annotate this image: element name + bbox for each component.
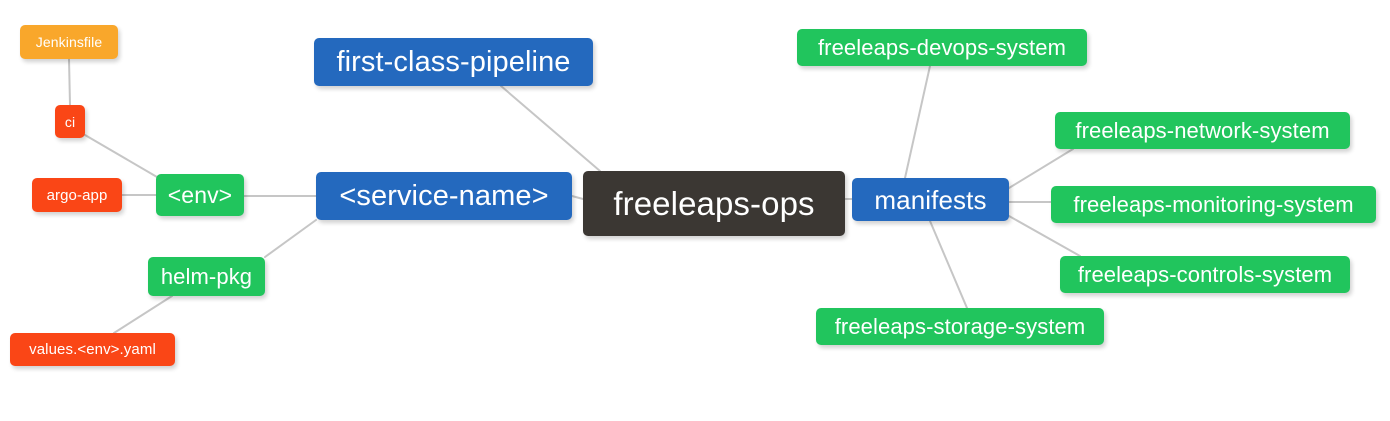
node-jenkinsfile[interactable]: Jenkinsfile — [20, 25, 118, 59]
edge-manifests-to-freeleaps-storage-system — [929, 220, 968, 309]
edge-service-name-to-helm-pkg — [264, 219, 317, 258]
node-env[interactable]: <env> — [156, 174, 244, 216]
node-label-env: <env> — [167, 181, 233, 208]
edge-manifests-to-freeleaps-network-system — [1008, 148, 1074, 189]
node-label-service-name: <service-name> — [339, 179, 549, 212]
node-manifests[interactable]: manifests — [852, 178, 1009, 221]
node-ci[interactable]: ci — [55, 105, 85, 138]
edge-service-name-to-freeleaps-ops — [571, 195, 584, 200]
node-freeleaps-storage-system[interactable]: freeleaps-storage-system — [816, 308, 1104, 345]
node-label-helm-pkg: helm-pkg — [160, 263, 253, 289]
node-label-ci: ci — [64, 113, 76, 130]
node-values-yaml[interactable]: values.<env>.yaml — [10, 333, 175, 366]
node-freeleaps-network-system[interactable]: freeleaps-network-system — [1055, 112, 1350, 149]
node-label-freeleaps-devops-system: freeleaps-devops-system — [817, 34, 1067, 60]
node-freeleaps-devops-system[interactable]: freeleaps-devops-system — [797, 29, 1087, 66]
node-helm-pkg[interactable]: helm-pkg — [148, 257, 265, 296]
edge-jenkinsfile-to-ci — [68, 58, 71, 106]
node-label-argo-app: argo-app — [46, 186, 108, 204]
node-first-class-pipeline[interactable]: first-class-pipeline — [314, 38, 593, 86]
node-label-freeleaps-network-system: freeleaps-network-system — [1075, 117, 1330, 143]
node-service-name[interactable]: <service-name> — [316, 172, 572, 220]
node-argo-app[interactable]: argo-app — [32, 178, 122, 212]
node-freeleaps-controls-system[interactable]: freeleaps-controls-system — [1060, 256, 1350, 293]
node-freeleaps-monitoring-system[interactable]: freeleaps-monitoring-system — [1051, 186, 1376, 223]
edge-helm-pkg-to-values-yaml — [113, 295, 173, 334]
node-label-values-yaml: values.<env>.yaml — [29, 341, 156, 358]
node-label-manifests: manifests — [874, 184, 987, 215]
node-label-freeleaps-controls-system: freeleaps-controls-system — [1077, 261, 1333, 287]
node-label-freeleaps-ops: freeleaps-ops — [613, 185, 815, 222]
edge-manifests-to-freeleaps-devops-system — [904, 65, 931, 179]
node-label-freeleaps-storage-system: freeleaps-storage-system — [834, 313, 1086, 339]
edge-ci-to-env — [84, 134, 158, 178]
edge-first-class-pipeline-to-freeleaps-ops — [500, 85, 601, 172]
node-label-freeleaps-monitoring-system: freeleaps-monitoring-system — [1073, 191, 1354, 217]
node-label-first-class-pipeline: first-class-pipeline — [336, 45, 571, 78]
node-freeleaps-ops[interactable]: freeleaps-ops — [583, 171, 845, 236]
node-label-jenkinsfile: Jenkinsfile — [35, 34, 103, 50]
